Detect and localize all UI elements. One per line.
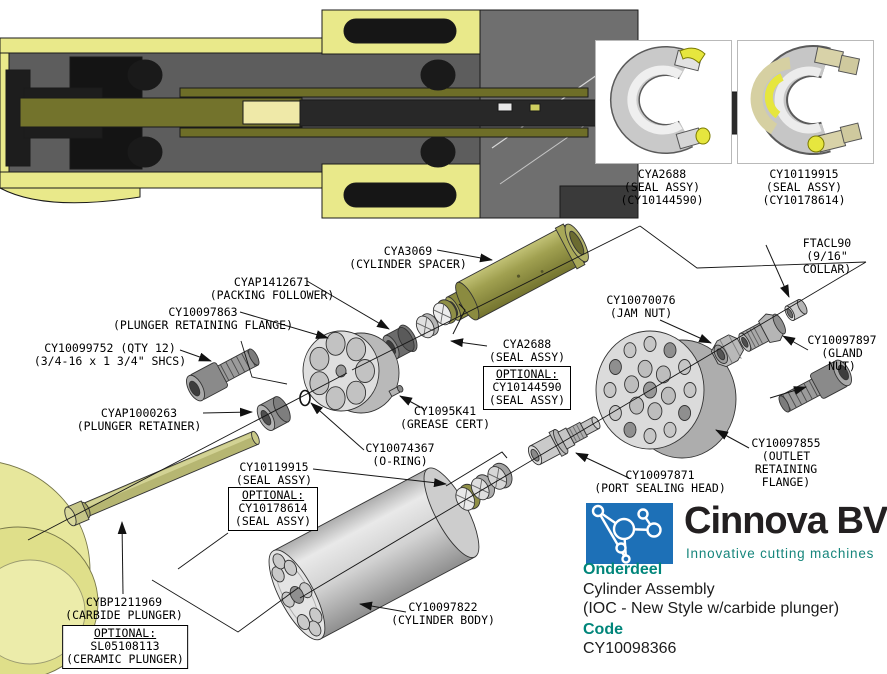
label-carbide-plunger: CYBP1211969 (CARBIDE PLUNGER) [65,595,183,622]
seal-assy-image-1 [609,46,711,154]
optional-body: CY10144590 (SEAL ASSY) [488,380,566,407]
label-outlet-retaining-flange: CY10097855 (OUTLET RETAINING FLANGE) [751,436,821,489]
shcs-screw [778,359,852,413]
port-sealing-head-part [527,416,601,466]
label-port-sealing-head: CY10097871 (PORT SEALING HEAD) [594,468,726,495]
seal-assy-caption-2: CY10119915 (SEAL ASSY) (CY10178614) [762,167,846,207]
seal-assy-inset-2 [737,40,874,164]
plunger-retainer-part [256,396,291,431]
seal-ring [432,299,457,326]
company-name: Cinnova BV [684,500,887,542]
label-grease-cert: CY1095K41 (GREASE CERT) [399,404,491,431]
optional-box-seal-lower: OPTIONAL: CY10178614 (SEAL ASSY) [228,487,318,531]
code-value: CY10098366 [583,640,677,657]
label-shcs: CY10099752 (QTY 12) (3/4-16 x 1 3/4" SHC… [33,341,187,368]
code-label: Code [583,621,623,638]
optional-box-seal-upper: OPTIONAL: CY10144590 (SEAL ASSY) [483,366,571,410]
label-packing-follower: CYAP1412671 (PACKING FOLLOWER) [209,275,335,302]
company-tagline: Innovative cutting machines [686,546,875,561]
optional-heading: OPTIONAL: [495,367,559,381]
optional-heading: OPTIONAL: [93,626,157,640]
label-collar: FTACL90 (9/16" COLLAR) [802,236,852,276]
label-jam-nut: CY10070076 (JAM NUT) [606,293,676,320]
cylinder-spacer-part [445,223,589,321]
part-name: Cylinder Assembly [583,581,715,598]
optional-body: SL05108113 (CERAMIC PLUNGER) [66,639,184,666]
seal-assy-inset-1 [595,40,732,164]
seal-assy-image-2 [750,45,863,155]
label-seal-assy-lower: CY10119915 (SEAL ASSY) [235,460,313,487]
optional-heading: OPTIONAL: [241,488,305,502]
shcs-screw [186,348,260,402]
label-o-ring: CY10074367 (O-RING) [365,441,435,468]
company-logo-icon [586,503,673,564]
packing-follower-part [382,324,418,360]
label-cylinder-body: CY10097822 (CYLINDER BODY) [391,600,495,627]
leader-lines [27,225,867,633]
company-logo [586,503,673,564]
seal-assy-caption-1: CYA2688 (SEAL ASSY) (CY10144590) [620,167,704,207]
plunger-retaining-flange-part [302,330,400,414]
part-description: (IOC - New Style w/carbide plunger) [583,600,840,617]
gland-nut-part [738,313,786,352]
label-gland-nut: CY10097897 (GLAND NUT) [807,333,877,373]
label-plunger-retainer: CYAP1000263 (PLUNGER RETAINER) [76,406,202,433]
label-plunger-retaining-flange: CY10097863 (PLUNGER RETAINING FLANGE) [112,305,294,332]
collar-part [784,299,808,321]
grease-fitting-part [388,384,404,398]
label-cylinder-spacer: CYA3069 (CYLINDER SPACER) [349,244,467,271]
onderdeel-label: Onderdeel [583,561,663,578]
label-seal-assy-upper: CYA2688 (SEAL ASSY) [488,337,566,364]
seal-ring [415,313,439,339]
optional-box-ceramic-plunger: OPTIONAL: SL05108113 (CERAMIC PLUNGER) [62,625,188,669]
optional-body: CY10178614 (SEAL ASSY) [234,501,312,528]
